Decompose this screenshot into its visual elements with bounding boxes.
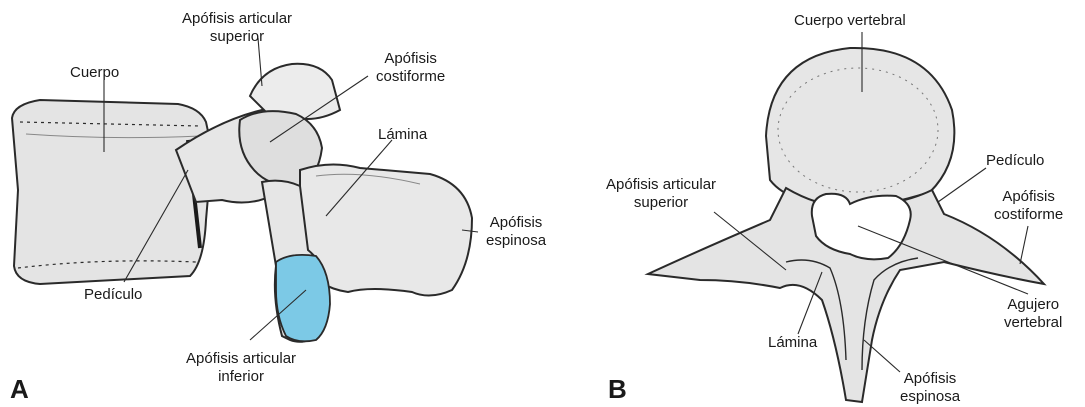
label-b-apofisis-espinosa: Apófisis espinosa [900,370,960,406]
label-b-agujero-vertebral: Agujero vertebral [1004,296,1062,332]
panel-b-drawing [648,32,1044,402]
label-a-pediculo: Pedículo [84,286,142,304]
b-vertebral-body [766,48,954,206]
label-b-lamina: Lámina [768,334,817,352]
label-a-apofisis-articular-superior: Apófisis articular superior [182,10,292,46]
panel-letter-a: A [10,374,29,405]
label-b-apofisis-articular-superior: Apófisis articular superior [606,176,716,212]
label-b-pediculo: Pedículo [986,152,1044,170]
label-a-apofisis-espinosa: Apófisis espinosa [486,214,546,250]
label-a-cuerpo: Cuerpo [70,64,119,82]
a-vertebral-body [12,100,212,284]
label-a-apofisis-costiforme: Apófisis costiforme [376,50,445,86]
label-b-apofisis-costiforme: Apófisis costiforme [994,188,1063,224]
label-b-cuerpo-vertebral: Cuerpo vertebral [794,12,906,30]
label-a-lamina: Lámina [378,126,427,144]
a-inferior-articular-facet [276,255,330,341]
panel-letter-b: B [608,374,627,405]
label-a-apofisis-articular-inferior: Apófisis articular inferior [186,350,296,386]
